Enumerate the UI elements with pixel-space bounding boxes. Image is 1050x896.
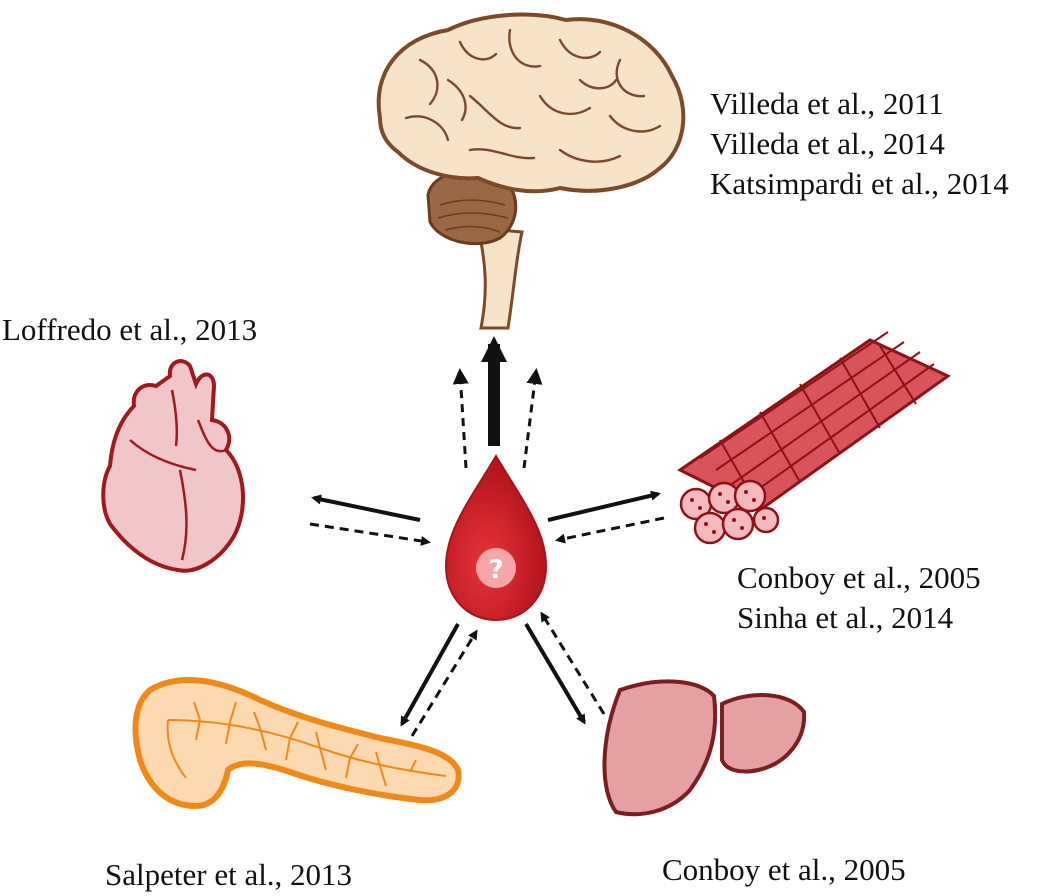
- brain-icon: [376, 12, 686, 330]
- arrows-muscle: [547, 490, 665, 544]
- blood-drop-icon: [444, 454, 548, 622]
- reference: Villeda et al., 2011: [710, 86, 944, 121]
- heart-icon: [101, 359, 245, 573]
- arrows-liver: [524, 611, 606, 725]
- liver-icon: [602, 679, 807, 817]
- muscle-fiber-icon: [677, 331, 951, 545]
- heart-references: Loffredo et al., 2013: [2, 310, 257, 350]
- arrows-brain: [452, 336, 543, 469]
- arrows-pancreas: [400, 623, 478, 737]
- pancreas-icon: [132, 677, 462, 810]
- brain-references: Villeda et al., 2011 Villeda et al., 201…: [710, 84, 1009, 204]
- reference: Conboy et al., 2005: [662, 852, 906, 887]
- muscle-references: Conboy et al., 2005 Sinha et al., 2014: [737, 558, 981, 638]
- reference: Conboy et al., 2005: [737, 560, 981, 595]
- pancreas-references: Salpeter et al., 2013: [105, 855, 352, 895]
- reference: Sinha et al., 2014: [737, 600, 954, 635]
- arrows-heart: [309, 494, 431, 546]
- question-mark: ?: [488, 555, 503, 585]
- reference: Katsimpardi et al., 2014: [710, 166, 1009, 201]
- reference: Villeda et al., 2014: [710, 126, 945, 161]
- reference: Salpeter et al., 2013: [105, 857, 353, 892]
- liver-references: Conboy et al., 2005: [662, 850, 906, 890]
- reference: Loffredo et al., 2013: [2, 312, 258, 347]
